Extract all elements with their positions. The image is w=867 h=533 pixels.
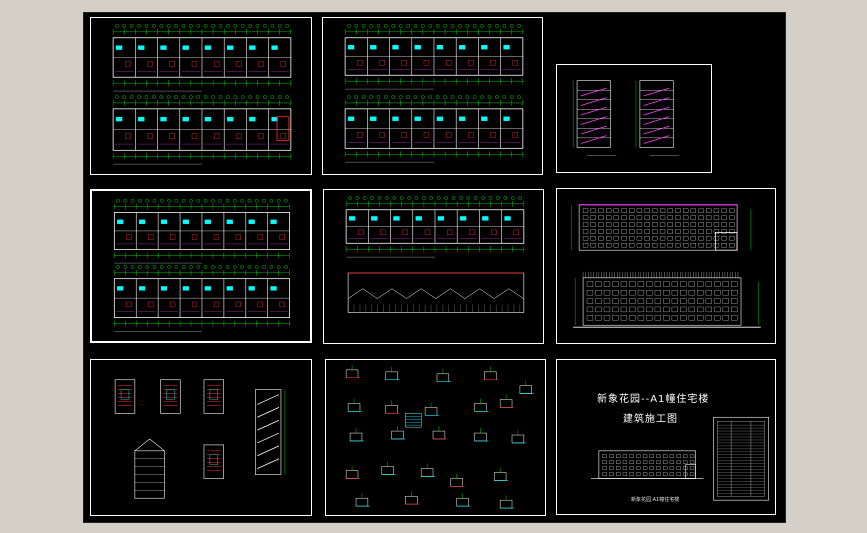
construction-detail-drawing [345, 364, 534, 509]
section-drawing [572, 80, 680, 156]
sheet-construction-details[interactable] [325, 359, 546, 516]
floor-plan-drawing [113, 198, 291, 332]
sheet-stair-details[interactable] [90, 359, 312, 516]
sheet-floor-plans-1[interactable] [90, 17, 312, 175]
sheet-floor-plans-2[interactable] [322, 17, 543, 175]
plan-roof-drawing [345, 196, 525, 313]
drawing-canvas[interactable]: 新象花园--A1幢住宅楼 建筑施工图 新象花园 A1幢住宅楼 [83, 12, 786, 523]
floor-plan-drawing [344, 24, 524, 163]
project-title: 新象花园--A1幢住宅楼 [597, 394, 710, 405]
floor-plan-drawing [112, 24, 292, 165]
sheet-sections[interactable] [556, 64, 712, 173]
drawing-subtitle: 建筑施工图 [623, 414, 678, 425]
sheet-cover[interactable]: 新象花园--A1幢住宅楼 建筑施工图 新象花园 A1幢住宅楼 [556, 359, 776, 515]
elevation-drawing [571, 204, 761, 328]
sheet-floor-plans-3[interactable] [90, 189, 312, 343]
cover-caption: 新象花园 A1幢住宅楼 [631, 497, 680, 503]
stair-detail-drawing [114, 379, 286, 499]
cover-drawing [590, 416, 769, 501]
sheet-elevations[interactable] [556, 188, 776, 344]
sheet-plan-roof[interactable] [323, 189, 544, 344]
